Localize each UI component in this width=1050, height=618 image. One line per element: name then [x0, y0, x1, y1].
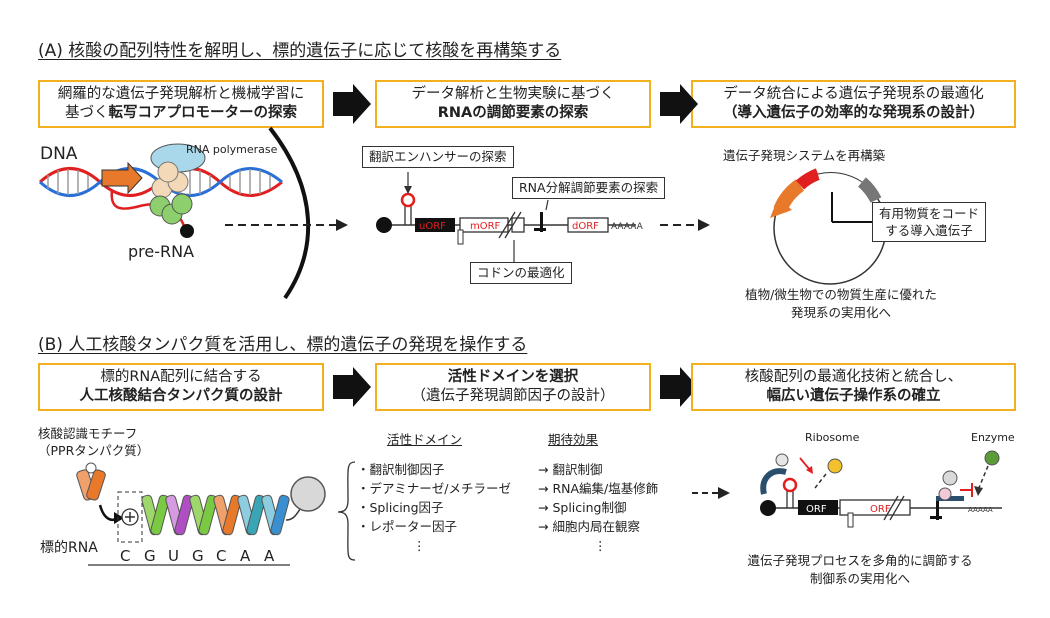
- motif-label: 核酸認識モチーフ （PPRタンパク質）: [38, 425, 149, 459]
- box-core-promoter-line1: 網羅的な遺伝子発現解析と機械学習に: [57, 86, 305, 102]
- effect-item: → Splicing制御: [538, 500, 627, 515]
- promoter-arrow: [101, 161, 143, 195]
- curve-separator: [268, 126, 311, 300]
- box-rna-elements-line1: データ解析と生物実験に基づく: [411, 86, 615, 102]
- domain-item: ・レポーター因子: [357, 519, 458, 534]
- dna-label: DNA: [40, 144, 78, 164]
- effect-item: ⋮: [594, 538, 607, 553]
- base-7: A: [264, 547, 275, 565]
- base-6: A: [240, 547, 251, 565]
- box-artificial-protein-line1: 標的RNA配列に結合する: [100, 369, 262, 385]
- box-core-promoter-line2: 基づく: [65, 105, 109, 121]
- flow-arrow-b1: [333, 367, 371, 407]
- box-gene-manipulation: 核酸配列の最適化技術と統合し、 幅広い遺伝子操作系の確立: [691, 363, 1016, 411]
- plant-production-note: 植物/微生物での物質生産に優れた 発現系の実用化へ: [738, 286, 944, 322]
- target-rna-label: 標的RNA: [40, 540, 98, 556]
- bottom-note-line1: 遺伝子発現プロセスを多角的に調節する: [747, 553, 973, 568]
- translation-enhancer-callout: 翻訳エンハンサーの探索: [362, 146, 514, 168]
- rna-polymerase: [149, 143, 206, 238]
- uorf-label: uORF: [419, 221, 446, 232]
- insert-slot: [117, 491, 143, 543]
- polya-label-b: AAAAA: [968, 506, 993, 514]
- plant-line2: 発現系の実用化へ: [790, 305, 891, 320]
- section-a-title: (A) 核酸の配列特性を解明し、標的遺伝子に応じて核酸を再構築する: [38, 41, 562, 61]
- enzyme-pink: [938, 487, 952, 501]
- codon-callout: コドンの最適化: [470, 262, 572, 284]
- base-1: C: [120, 547, 131, 565]
- enzyme-icon: [984, 450, 1000, 466]
- box-expression-system-line1: データ統合による遺伝子発現系の最適化: [723, 86, 984, 102]
- ppr-motif-free: [76, 462, 106, 501]
- base-4: G: [192, 547, 204, 565]
- enzyme-label: Enzyme: [971, 431, 1015, 444]
- morf-label: mORF: [470, 221, 501, 232]
- box-gene-manipulation-line1: 核酸配列の最適化技術と統合し、: [744, 369, 963, 385]
- rebuild-label: 遺伝子発現システムを再構築: [723, 148, 886, 163]
- section-b-title: (B) 人工核酸タンパク質を活用し、標的遺伝子の発現を操作する: [38, 335, 528, 355]
- dorf-label: dORF: [572, 221, 599, 232]
- active-domain-heading: 活性ドメイン: [387, 432, 463, 447]
- plant-line1: 植物/微生物での物質生産に優れた: [745, 287, 937, 302]
- box-gene-manipulation-bold: 幅広い遺伝子操作系の確立: [766, 388, 941, 404]
- ribosome-small: [775, 453, 789, 467]
- useful-gene-line1: 有用物質をコード: [879, 206, 980, 221]
- box-rna-elements-bold: RNAの調節要素の探索: [437, 105, 589, 121]
- polya-label-a: AAAAA: [611, 222, 644, 232]
- base-5: C: [216, 547, 227, 565]
- box-artificial-protein: 標的RNA配列に結合する 人工核酸結合タンパク質の設計: [38, 363, 324, 411]
- pre-rna-label: pre-RNA: [128, 242, 195, 261]
- box-core-promoter-bold: 転写コアプロモーターの探索: [108, 105, 298, 121]
- box-artificial-protein-bold: 人工核酸結合タンパク質の設計: [79, 388, 283, 404]
- base-2: G: [144, 547, 156, 565]
- mrna-construct-a: [376, 192, 636, 245]
- useful-gene-callout: 有用物質をコード する導入遺伝子: [872, 202, 987, 242]
- domain-item: ・デアミナーゼ/メチラーゼ: [357, 481, 511, 496]
- flow-arrow-a2: [660, 84, 698, 124]
- bottom-note-line2: 制御系の実用化へ: [809, 571, 910, 586]
- domain-item: ・翻訳制御因子: [357, 462, 445, 477]
- motif-label-line2: （PPRタンパク質）: [38, 443, 150, 458]
- plasmid: [770, 167, 887, 285]
- flow-arrow-a1: [333, 84, 371, 124]
- expected-effect-heading: 期待効果: [548, 432, 599, 447]
- box-active-domain-line2: （遺伝子発現調節因子の設計）: [411, 388, 615, 404]
- effect-item: → RNA編集/塩基修飾: [538, 481, 659, 496]
- effect-item: → 翻訳制御: [538, 462, 603, 477]
- box-core-promoter: 網羅的な遺伝子発現解析と機械学習に 基づく転写コアプロモーターの探索: [38, 80, 324, 128]
- orf2-label-b: ORF: [870, 504, 891, 515]
- mrna-construct-b: [760, 468, 1002, 528]
- effect-list: → 翻訳制御 → RNA編集/塩基修飾 → Splicing制御 → 細胞内局在…: [538, 460, 658, 555]
- domain-brace: [337, 461, 356, 561]
- domain-item: ・Splicing因子: [357, 500, 444, 515]
- orf-label-b: ORF: [806, 504, 827, 515]
- box-active-domain-bold: 活性ドメインを選択: [447, 369, 579, 385]
- ribosome-icon: [827, 458, 843, 474]
- rna-decay-callout: RNA分解調節要素の探索: [512, 177, 666, 199]
- domain-list: ・翻訳制御因子 ・デアミナーゼ/メチラーゼ ・Splicing因子 ・レポーター…: [357, 460, 511, 555]
- motif-label-line1: 核酸認識モチーフ: [38, 426, 138, 441]
- base-3: U: [168, 547, 179, 565]
- bottom-note: 遺伝子発現プロセスを多角的に調節する 制御系の実用化へ: [730, 552, 990, 588]
- box-expression-system-bold: （導入遺伝子の効率的な発現系の設計）: [723, 105, 984, 121]
- rna-polymerase-label: RNA polymerase: [186, 143, 278, 156]
- box-rna-elements: データ解析と生物実験に基づく RNAの調節要素の探索: [375, 80, 651, 128]
- useful-gene-line2: する導入遺伝子: [885, 223, 973, 238]
- ppr-array: [141, 476, 326, 536]
- effect-item: → 細胞内局在観察: [538, 519, 640, 534]
- flow-arrow-b2: [660, 367, 698, 407]
- ribosome-label: Ribosome: [805, 431, 860, 444]
- box-active-domain: 活性ドメインを選択 （遺伝子発現調節因子の設計）: [375, 363, 651, 411]
- domain-item: ⋮: [413, 538, 426, 553]
- enzyme-grey: [942, 470, 958, 486]
